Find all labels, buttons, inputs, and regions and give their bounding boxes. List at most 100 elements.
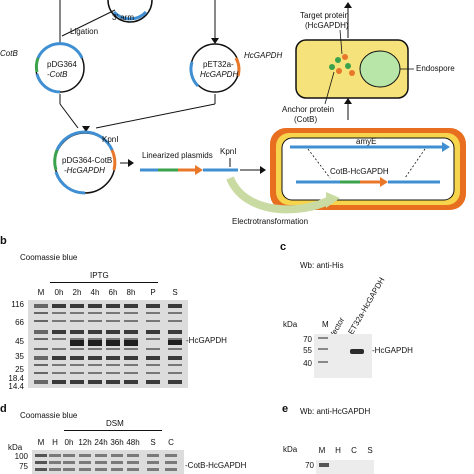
panel-b-mw-4: 25 <box>15 365 24 374</box>
panel-d-stain: Coomassie blue <box>20 411 78 420</box>
gel-b-band <box>124 356 138 360</box>
electro-arrow <box>226 176 332 214</box>
gel-d-band <box>95 461 107 464</box>
gel-b-hcgapdh-band <box>88 340 102 346</box>
gel-b-band <box>34 380 48 384</box>
gel-b-band <box>34 348 48 350</box>
kpni-label-1: KpnI <box>102 135 119 144</box>
gel-d-band <box>49 461 61 464</box>
gel-b-band <box>106 304 120 308</box>
panel-b-lane-2: 2h <box>72 288 82 297</box>
panel-b-lane-7: S <box>172 288 178 297</box>
plasmid-top-partial <box>107 0 153 23</box>
surface-proteins <box>329 54 355 76</box>
panel-d-lane-5: 36h <box>110 438 124 447</box>
gel-d-band <box>127 468 139 471</box>
gel-b-band <box>168 380 182 384</box>
gel-c <box>314 334 372 378</box>
panel-d-lane-0: M <box>37 438 45 447</box>
gel-c-hcgapdh-band <box>350 349 364 354</box>
panel-d-band-label: -CotB-HcGAPDH <box>185 461 247 470</box>
panel-d-lane-3: 12h <box>78 438 92 447</box>
gel-b-band <box>124 320 138 322</box>
gel-d-band <box>111 468 123 471</box>
gel-b-band <box>34 372 48 374</box>
gel-d-band <box>79 454 91 457</box>
gel-b-band <box>70 348 84 350</box>
panel-e-lane-0: M <box>318 446 326 455</box>
plasmid-pdg364-label-2: -CotB <box>47 70 68 79</box>
gel-b-band <box>88 338 102 340</box>
panel-c-kda: kDa <box>283 320 298 329</box>
plasmid-final-label-1: pDG364-CotB <box>62 156 113 165</box>
panel-b-mw-3: 35 <box>15 352 24 361</box>
panel-e-lane-1: H <box>335 446 341 455</box>
panel-b-lane-0: M <box>37 288 45 297</box>
gel-b-band <box>124 380 138 384</box>
gel-b-band <box>124 348 138 350</box>
panel-d-lane-7: S <box>150 438 156 447</box>
gel-b-band <box>106 348 120 350</box>
panel-b-lane-1: 0h <box>54 288 64 297</box>
panel-b-mw-5: 18.4 <box>8 374 24 383</box>
gel-b-band <box>34 312 48 314</box>
gel-d-band <box>49 454 61 457</box>
gel-b-band <box>124 338 138 340</box>
panel-b-mw-6: 14.4 <box>8 382 24 391</box>
gel-d-band <box>49 468 61 471</box>
gel-b-band <box>124 304 138 308</box>
gel-b-band <box>168 356 182 360</box>
gel-d-band <box>127 461 139 464</box>
linearized-label: Linearized plasmids <box>142 151 213 160</box>
gel-d-band <box>111 454 123 457</box>
panel-e-kda: kDa <box>283 445 298 454</box>
gel-b-band <box>52 348 66 350</box>
gel-d-band <box>35 461 47 464</box>
gel-b-band <box>34 304 48 308</box>
panel-c-title: Wb: anti-His <box>300 261 344 270</box>
panel-b-letter: b <box>0 235 7 247</box>
gel-b-band <box>106 320 120 322</box>
gel-b-band <box>70 312 84 314</box>
gel-d-band <box>147 468 159 471</box>
gel-b-band <box>34 364 48 366</box>
gel-b-band <box>70 356 84 360</box>
gel-b-band <box>88 312 102 314</box>
panel-b-lane-4: 6h <box>108 288 118 297</box>
gel-b-band <box>34 330 48 334</box>
gel-b-band <box>52 356 66 360</box>
gel-d-band <box>35 454 47 457</box>
gel-d-band <box>165 468 177 471</box>
panel-d-dsm-line <box>64 430 162 431</box>
gel-b-band <box>146 304 160 308</box>
gel-b-band <box>168 304 182 308</box>
panel-b-mw-2: 45 <box>15 337 24 346</box>
panel-c-letter: c <box>280 241 287 253</box>
panel-b-stain: Coomassie blue <box>20 253 78 262</box>
endospore-shape <box>359 50 401 88</box>
gel-b-band <box>52 364 66 366</box>
gel-b-band <box>106 312 120 314</box>
gel-b-band <box>146 348 160 350</box>
gel-b-band <box>70 372 84 374</box>
gel-b-band <box>106 380 120 384</box>
panel-b-band-label: -HcGAPDH <box>186 336 227 345</box>
gel-b-band <box>168 320 182 322</box>
panel-b-lane-3: 4h <box>90 288 100 297</box>
panel-e-lane-3: S <box>367 446 373 455</box>
gel-b-band <box>52 312 66 314</box>
gel-d-band <box>79 461 91 464</box>
gel-b-band <box>52 304 66 308</box>
gel-b-band <box>168 372 182 374</box>
gel-b-hcgapdh-band <box>106 340 120 346</box>
panel-e-letter: e <box>282 403 289 415</box>
panel-e-lane-2: C <box>351 446 357 455</box>
gel-b-band <box>52 320 66 322</box>
gel-d-band <box>95 468 107 471</box>
gel-b-band <box>88 372 102 374</box>
gel-d-band <box>127 454 139 457</box>
panel-d-lane-6: 48h <box>126 438 140 447</box>
gel-b-band <box>34 320 48 322</box>
gel-d-band <box>95 454 107 457</box>
